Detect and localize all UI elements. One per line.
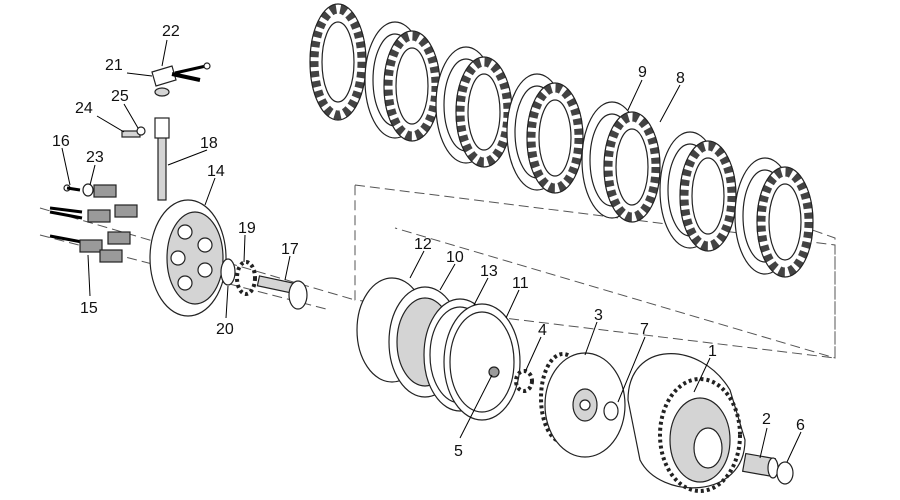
- friction-plate: [455, 56, 513, 168]
- callout-16: 16: [52, 133, 70, 150]
- friction-plate: [756, 166, 814, 278]
- spring: [114, 204, 138, 218]
- friction-plate: [679, 140, 737, 252]
- friction-plate: [383, 30, 441, 142]
- spring: [93, 184, 117, 198]
- spring-bolt-set: [49, 183, 138, 263]
- callout-18: 18: [200, 135, 218, 152]
- callout-11: 11: [512, 275, 529, 292]
- pressure-plate: [149, 199, 227, 317]
- leader-lines: [61, 39, 802, 463]
- friction-plate: [309, 3, 367, 121]
- spring: [79, 239, 103, 253]
- spring: [87, 209, 111, 223]
- callout-4: 4: [538, 322, 547, 339]
- spring: [99, 249, 123, 263]
- callout-1: 1: [708, 343, 717, 360]
- callout-3: 3: [594, 307, 603, 324]
- callout-24: 24: [75, 100, 93, 117]
- callout-23: 23: [86, 149, 104, 166]
- callout-15: 15: [80, 300, 98, 317]
- callout-10: 10: [446, 249, 464, 266]
- friction-plate: [603, 111, 661, 223]
- callout-22: 22: [162, 23, 180, 40]
- thrust-washer-7: [603, 401, 619, 421]
- friction-plate: [526, 82, 584, 194]
- callout-19: 19: [238, 220, 256, 237]
- clutch-plate-stack: [309, 3, 814, 278]
- pushrod-head: [154, 117, 170, 139]
- thrust-washer: [220, 258, 236, 286]
- callout-6: 6: [796, 417, 805, 434]
- callout-9: 9: [638, 64, 647, 81]
- lower-plates: [356, 277, 521, 421]
- pushrod-assembly: [121, 62, 211, 201]
- pushrod: [157, 134, 167, 201]
- callout-labels: 1 2 3 4 5 6 7 8 9 10 11 12 13 14 15 16 1…: [52, 23, 805, 460]
- lock-washer: [514, 369, 534, 393]
- callout-5: 5: [454, 443, 463, 460]
- callout-20: 20: [216, 321, 234, 338]
- callout-25: 25: [111, 88, 129, 105]
- callout-13: 13: [480, 263, 498, 280]
- washer: [154, 87, 170, 97]
- thrust-bearing: [235, 260, 257, 296]
- spring: [107, 231, 131, 245]
- callout-2: 2: [762, 411, 771, 428]
- washer-small: [136, 126, 146, 136]
- callout-14: 14: [207, 163, 225, 180]
- callout-8: 8: [676, 70, 685, 87]
- clutch-hub: [539, 352, 626, 458]
- callout-7: 7: [640, 321, 649, 338]
- nut-5: [488, 366, 500, 378]
- callout-21: 21: [105, 57, 123, 74]
- washer-6: [776, 461, 794, 485]
- release-lever: [151, 65, 177, 87]
- clutch-housing: [627, 353, 746, 493]
- callout-17: 17: [281, 241, 299, 258]
- callout-12: 12: [414, 236, 432, 253]
- pusher: [256, 275, 308, 310]
